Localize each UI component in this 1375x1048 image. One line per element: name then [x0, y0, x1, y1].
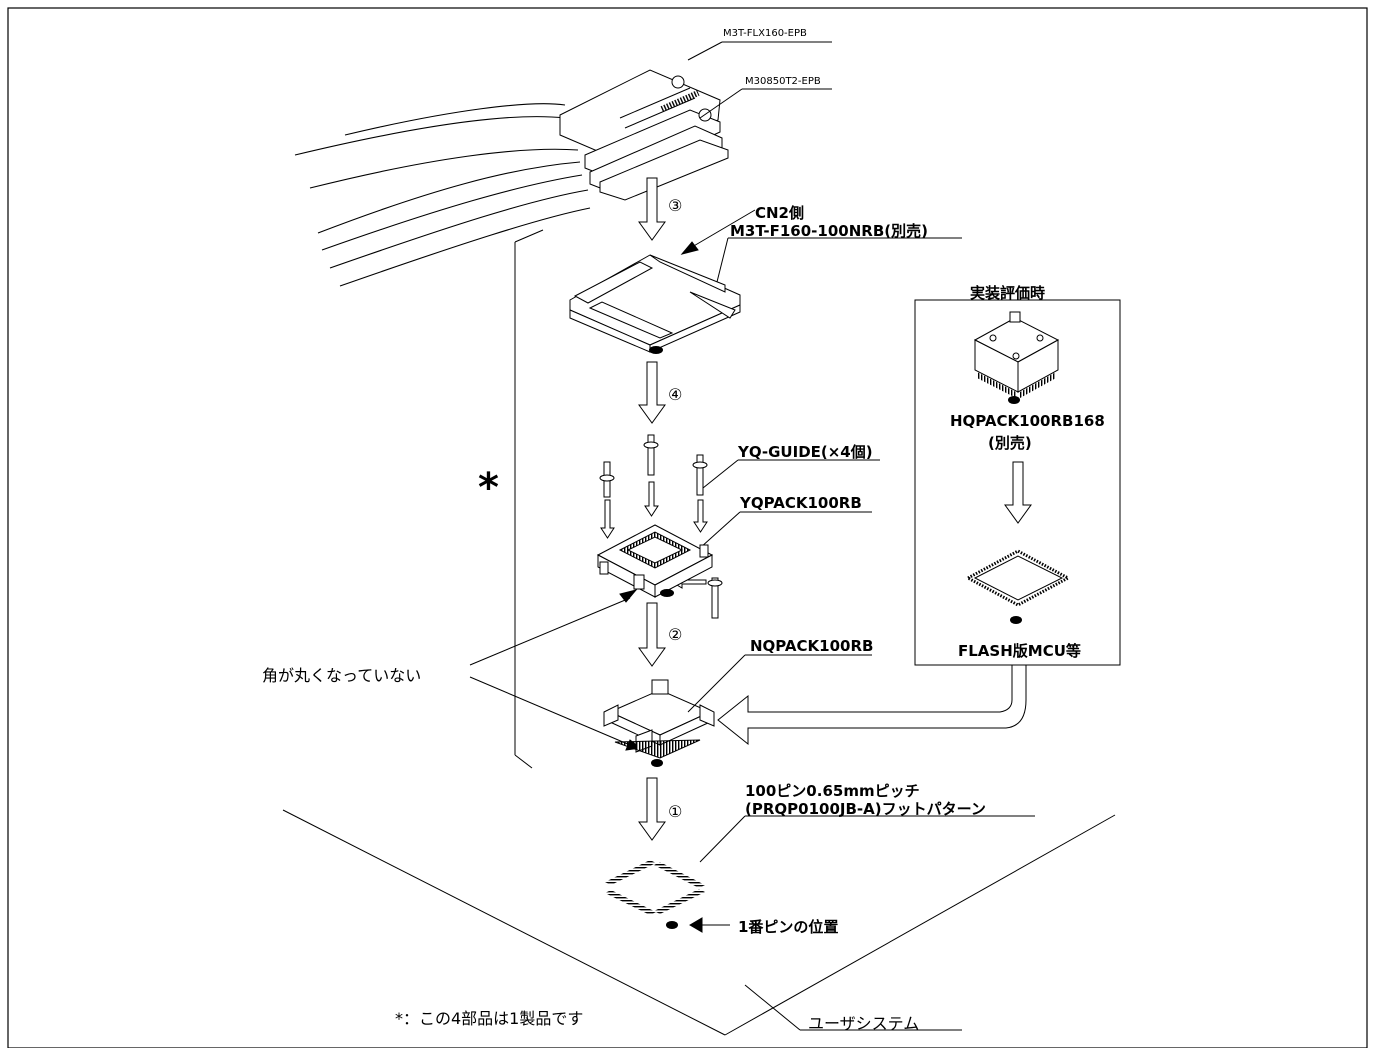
arrow-step-2: [638, 602, 666, 667]
evaluation-box: [914, 299, 1121, 666]
converter-board: [569, 254, 741, 353]
eval-title: 実装評価時: [970, 284, 1046, 302]
pin1-label: 1番ピンの位置: [738, 918, 839, 936]
outer-frame: [7, 7, 1368, 1048]
flat-cables: [294, 103, 591, 287]
hqpack-label-1: HQPACK100RB168: [950, 412, 1105, 430]
yqpack-label: YQPACK100RB: [740, 494, 862, 512]
guide-label: YQ-GUIDE(×4個): [738, 443, 873, 461]
hqpack-label-2: (別売): [988, 434, 1032, 452]
footprint-label-1: 100ピン0.65mmピッチ: [745, 782, 920, 800]
step-3: ③: [668, 196, 683, 215]
step-4: ④: [668, 385, 683, 404]
guide-screws: [599, 434, 723, 619]
yqpack-socket: [596, 524, 714, 598]
pin1-marker: [649, 346, 663, 354]
arrow-step-4: [638, 361, 666, 424]
emu-board-top-label: M3T-FLX160-EPB: [723, 28, 807, 39]
corner-note: 角が丸くなっていない: [262, 666, 422, 685]
step-1: ①: [668, 802, 683, 821]
nqpack-label: NQPACK100RB: [750, 637, 874, 655]
cn2-side-label: CN2側: [755, 204, 804, 222]
emu-board-bottom-label: M30850T2-EPB: [745, 76, 821, 87]
footprint-label-2: (PRQP0100JB-A)フットパターン: [745, 800, 986, 818]
user-system-label: ユーザシステム: [808, 1014, 920, 1033]
flash-mcu-chip: [964, 549, 1072, 607]
flash-mcu-label: FLASH版MCU等: [958, 642, 1081, 660]
user-system-board: [282, 809, 1116, 1036]
flash-to-nqpack-arrow: [717, 664, 1027, 746]
arrow-step-1: [638, 777, 666, 841]
hqpack-adapter: [973, 311, 1060, 398]
arrow-step-3: [638, 177, 666, 241]
asterisk-bracket: [514, 229, 544, 769]
step-2: ②: [668, 625, 683, 644]
asterisk-note: *：この4部品は1製品です: [395, 1009, 584, 1028]
nqpack-socket: [603, 679, 715, 759]
footprint-pattern: [605, 860, 705, 915]
asterisk-mark: *: [478, 465, 499, 511]
eval-arrow: [1004, 461, 1032, 524]
emulation-boards: [559, 69, 729, 201]
converter-label: M3T-F160-100NRB(別売): [730, 222, 928, 240]
